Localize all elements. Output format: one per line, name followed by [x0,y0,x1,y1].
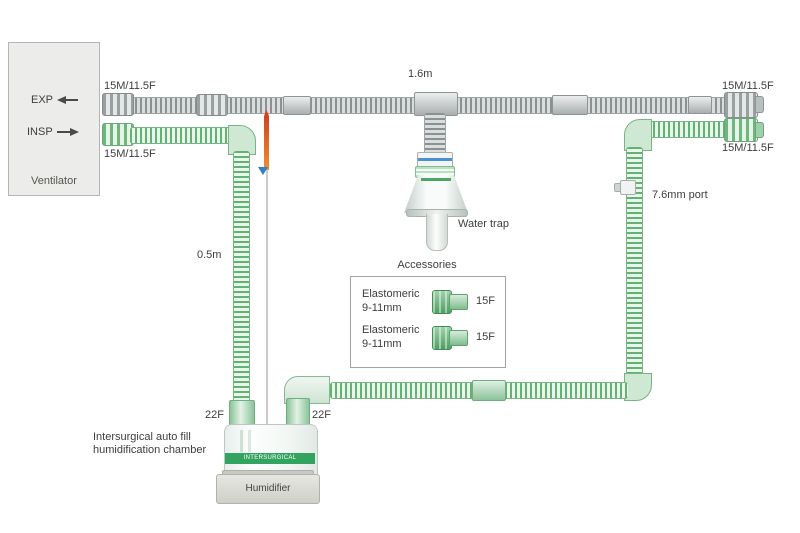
exp-arrow-icon [57,96,79,104]
ventilator-label: Ventilator [31,175,77,187]
chamber-fill-tube-2 [248,430,251,452]
exp-tube-sleeve-3 [688,96,712,114]
water-trap-label: Water trap [458,218,509,230]
humidification-chamber [224,424,318,476]
right-connector-cap [755,122,764,138]
water-trap-drop-tube [424,113,446,155]
accessory-2-connector-icon [432,324,468,350]
accessory-1-connector-icon [432,288,468,314]
accessory-2-name-line2: 9-11mm [362,338,402,350]
exp-ventilator-connector [102,93,134,116]
connector-label-right: 15M/11.5F [722,142,774,154]
chamber-fill-tube-1 [240,430,243,452]
right-patient-connector [724,118,758,142]
connector-label-top-left: 15M/11.5F [104,80,156,92]
port-22f-left-label: 22F [205,409,224,421]
humidifier-base: Humidifier [216,474,320,504]
exp-tube-sleeve-2 [552,95,588,115]
sample-port [620,180,636,195]
accessories-box [350,276,506,368]
water-trap-cup [426,214,448,251]
port-22f-right-label: 22F [312,409,331,421]
accessory-2-size: 15F [476,331,495,343]
chamber-caption-line2: humidification chamber [93,444,207,456]
exp-connector-cap [755,96,764,113]
sample-port-label: 7.6mm port [652,189,708,201]
exp-tube-sleeve-1 [283,96,311,115]
connector-label-bottom-left: 15M/11.5F [104,148,156,160]
connector-label-top-right: 15M/11.5F [722,80,774,92]
insp-tube-horizontal [130,127,234,144]
insp-tube-vertical [233,151,250,403]
water-trap-green-ring [421,178,451,181]
right-tube-vertical [626,147,643,375]
exp-label: EXP [31,94,54,106]
insp-label: INSP [27,126,53,138]
bottom-tube-sleeve [472,380,506,401]
insp-arrow-icon [57,128,79,136]
right-tube-bottom-bend [624,373,652,401]
ventilator-box: EXP INSP Ventilator [8,42,100,196]
tube-length-left-label: 0.5m [197,249,222,261]
exp-patient-connector [724,92,758,118]
probe-blue-marker-icon [258,167,268,175]
chamber-caption-line1: Intersurgical auto fill [93,431,191,443]
tube-length-top-label: 1.6m [408,68,433,80]
accessories-title: Accessories [397,259,457,271]
accessory-1-name-line2: 9-11mm [362,302,402,314]
accessory-2-name-line1: Elastomeric [362,324,420,336]
accessory-1-size: 15F [476,295,495,307]
temperature-probe [266,118,268,430]
chamber-brand-band: INTERSURGICAL [225,453,315,464]
accessory-1-name-line1: Elastomeric [362,288,420,300]
exp-tube-connector [196,94,228,116]
temperature-probe-tip [264,110,269,170]
right-tube-horizontal [648,121,728,138]
